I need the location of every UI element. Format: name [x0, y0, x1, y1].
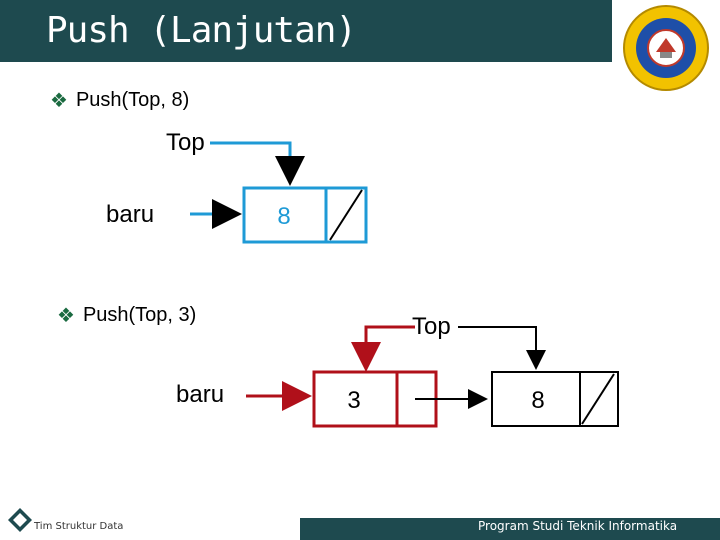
diamond-bullet-icon: ❖ [57, 305, 75, 327]
null-pointer-1 [329, 189, 363, 241]
old-node-value: 8 [531, 387, 544, 414]
node-1-value: 8 [277, 203, 290, 230]
new-node-value: 3 [347, 387, 360, 414]
diamond-bullet-icon: ❖ [50, 90, 68, 112]
top-pointer-1 [210, 141, 305, 186]
footer-right-text: Program Studi Teknik Informatika [478, 519, 678, 533]
baru-label-1: baru [106, 201, 155, 228]
footer-logo-icon [8, 508, 32, 532]
baru-label-2: baru [176, 381, 225, 408]
footer-bar [300, 518, 720, 540]
top-pointer-2a [351, 325, 415, 372]
title-bar [0, 0, 720, 62]
slide-title: Push (Lanjutan) [46, 10, 357, 51]
bullet-push-8: ❖ Push(Top, 8) [50, 88, 189, 113]
top-label-2: Top [412, 313, 451, 340]
top-pointer-2b [458, 326, 546, 370]
bullet-text: Push(Top, 8) [75, 89, 190, 111]
bullet-text: Push(Top, 3) [82, 304, 197, 326]
null-pointer-2 [581, 373, 615, 425]
top-label-1: Top [166, 129, 205, 156]
bullet-push-3: ❖ Push(Top, 3) [57, 303, 196, 328]
node-1 [242, 186, 368, 244]
footer-left-text: Tim Struktur Data [34, 521, 124, 532]
university-logo [612, 0, 720, 100]
